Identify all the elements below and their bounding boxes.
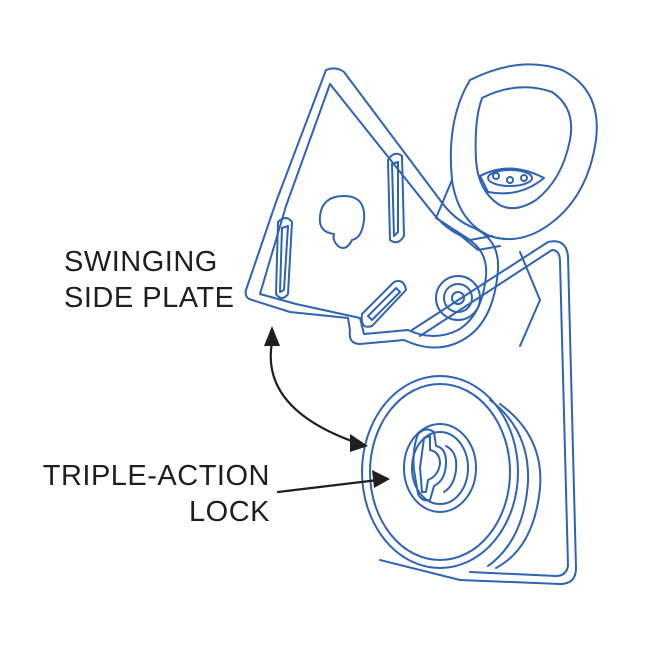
swing-arrowhead-bottom	[350, 434, 368, 452]
swinging-side-plate-line-1: SWINGING	[64, 246, 218, 278]
triple-action-lock-label: TRIPLE-ACTION LOCK	[38, 458, 270, 530]
triple-action-lock-knob	[412, 428, 458, 502]
fixed-side-plate	[379, 240, 577, 585]
swinging-side-plate-label: SWINGING SIDE PLATE	[64, 244, 234, 316]
sheave	[361, 375, 542, 569]
triple-action-lock-line-1: TRIPLE-ACTION	[42, 460, 270, 492]
swing-arrowhead-top	[264, 326, 280, 346]
lock-arrowhead	[372, 470, 390, 488]
swing-arrow-curve	[269, 340, 362, 446]
swinging-side-plate-line-2: SIDE PLATE	[64, 282, 235, 314]
swinging-side-plate-shape	[244, 67, 500, 349]
lock-arrow-line	[276, 478, 380, 494]
triple-action-lock-line-2: LOCK	[189, 496, 270, 528]
attachment-ring	[435, 63, 598, 251]
